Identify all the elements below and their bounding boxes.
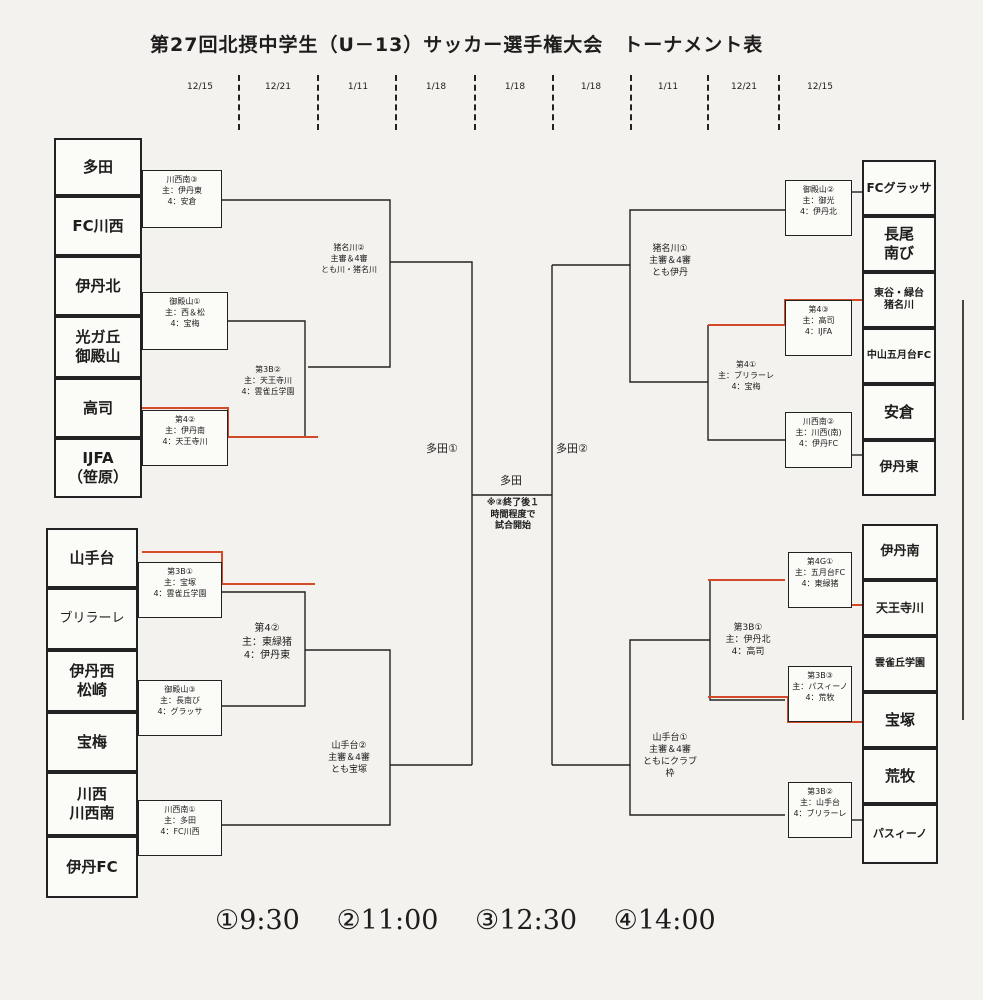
team-kawanishi-kawanishiminami: 川西 川西南	[46, 772, 138, 836]
team-higashitani-ryokudai-inagawa: 東谷・緑台 猪名川	[862, 272, 936, 328]
date-divider	[317, 75, 319, 130]
match-box: 川西南② 主：川西(南) 4：伊丹FC	[785, 412, 852, 468]
match-box: 第4② 主：伊丹南 4：天王寺川	[142, 410, 228, 466]
round2-note: 猪名川① 主審＆4審 とも伊丹	[649, 244, 691, 279]
match-box: 第3B① 主：宝塚 4：雲雀丘学園	[138, 562, 222, 618]
round2-note: 山手台① 主審＆4審 ともにクラブ 枠	[642, 733, 697, 780]
kickoff-time: ④14:00	[613, 905, 716, 936]
round2-note: 第4② 主：東緑猪 4：伊丹東	[242, 623, 292, 661]
match-box: 御殿山② 主：御光 4：伊丹北	[785, 180, 852, 236]
date-divider	[707, 75, 709, 130]
round2-note: 第3B② 主：天王寺川 4：雲雀丘学園	[241, 365, 295, 396]
match-box: 御殿山① 主：西＆松 4：宝梅	[142, 292, 228, 350]
date-label: 1/18	[425, 82, 447, 92]
date-divider	[395, 75, 397, 130]
round2-note: 第4① 主：ブリラーレ 4：宝梅	[718, 360, 774, 391]
page-edge-line	[962, 300, 965, 720]
team-fc-kawanishi: FC川西	[54, 196, 142, 256]
date-divider	[474, 75, 476, 130]
final-note: ※②終了後１ 時間程度で 試合開始	[486, 498, 540, 532]
date-label: 1/18	[580, 82, 602, 92]
match-box: 第3B② 主：山手台 4：ブリラーレ	[788, 782, 852, 838]
team-tada: 多田	[54, 138, 142, 196]
team-yamatedai: 山手台	[46, 528, 138, 588]
team-passino: パスィーノ	[862, 804, 938, 864]
team-brilare: ブリラーレ	[46, 588, 138, 650]
date-label: 1/11	[657, 82, 679, 92]
match-box: 第3B③ 主：パスィーノ 4：荒牧	[788, 666, 852, 722]
team-itami-higashi: 伊丹東	[862, 440, 936, 496]
date-label: 1/11	[347, 82, 369, 92]
kickoff-time: ②11:00	[336, 905, 439, 936]
team-itami-kita: 伊丹北	[54, 256, 142, 316]
round2-note: 第3B① 主：伊丹北 4：高司	[725, 623, 771, 658]
match-box: 川西南③ 主：伊丹東 4：安倉	[142, 170, 222, 228]
semi-right-label: 多田②	[556, 442, 588, 455]
page-title: 第27回北摂中学生（U－13）サッカー選手権大会 トーナメント表	[150, 34, 764, 56]
date-divider	[778, 75, 780, 130]
team-itami-minami: 伊丹南	[862, 524, 938, 580]
team-hibarigaoka-gakuen: 雲雀丘学園	[862, 636, 938, 692]
date-label: 12/21	[731, 82, 757, 92]
date-divider	[552, 75, 554, 130]
round2-note: 山手台② 主審＆4審 とも宝塚	[328, 741, 370, 776]
date-divider	[238, 75, 240, 130]
kickoff-time: ①9:30	[215, 905, 300, 936]
team-ijfa: IJFA （笹原）	[54, 438, 142, 498]
team-akura: 安倉	[862, 384, 936, 440]
kickoff-times: ①9:30 ②11:00 ③12:30 ④14:00	[215, 905, 744, 936]
match-box: 第4③ 主：高司 4：IJFA	[785, 300, 852, 356]
team-itami-fc: 伊丹FC	[46, 836, 138, 898]
round2-note: 猪名川② 主審＆4審 とも川・猪名川	[321, 243, 377, 274]
date-label: 12/21	[265, 82, 291, 92]
match-box: 御殿山③ 主：長南び 4：グラッサ	[138, 680, 222, 736]
team-hikarigaoka-gotenyama: 光ガ丘 御殿山	[54, 316, 142, 378]
team-tennoujigawa: 天王寺川	[862, 580, 938, 636]
team-nakayama-satsukidai-fc: 中山五月台FC	[862, 328, 936, 384]
match-box: 川西南① 主：多田 4：FC川西	[138, 800, 222, 856]
team-takatsuka: 高司	[54, 378, 142, 438]
date-label: 12/15	[187, 82, 213, 92]
semi-left-label: 多田①	[426, 442, 458, 455]
kickoff-time: ③12:30	[475, 905, 578, 936]
final-label: 多田	[500, 474, 522, 487]
date-divider	[630, 75, 632, 130]
team-nagao-minami: 長尾 南び	[862, 216, 936, 272]
team-hobai: 宝梅	[46, 712, 138, 772]
date-label: 1/18	[504, 82, 526, 92]
team-takarazuka: 宝塚	[862, 692, 938, 748]
team-fc-grassa: FCグラッサ	[862, 160, 936, 216]
team-itami-nishi-matsuzaki: 伊丹西 松崎	[46, 650, 138, 712]
date-label: 12/15	[807, 82, 833, 92]
team-aramaki: 荒牧	[862, 748, 938, 804]
match-box: 第4G① 主：五月台FC 4：東緑猪	[788, 552, 852, 608]
